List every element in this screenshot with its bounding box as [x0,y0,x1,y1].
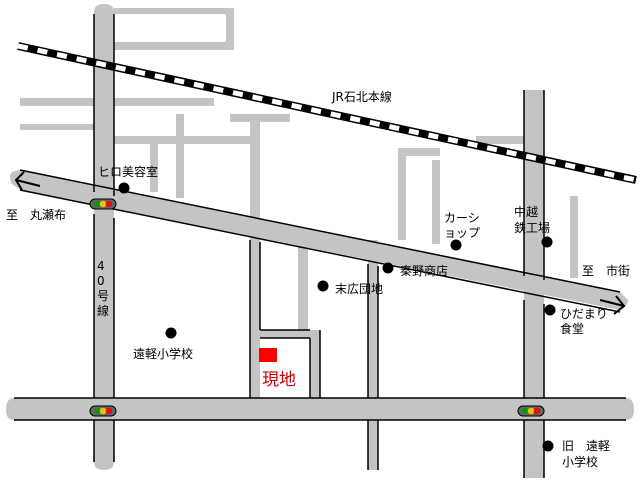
railway-line [17,42,637,184]
traffic-signal-icon [517,405,545,417]
landmark-dot-icon [544,304,556,316]
engaru-school-label: 遠軽小学校 [133,346,193,361]
suehiro-danchi-label: 末広団地 [335,282,383,296]
hidamari-label: 食堂 [560,321,584,336]
traffic-signal-icon [89,198,117,210]
right-vertical-road [524,90,544,478]
route-40-label: 4 0 号 線 [97,259,109,318]
roads [6,4,634,478]
svg-text:号: 号 [97,289,109,303]
nakakoshi-label: 鉄工場 [514,220,550,235]
landmark-dot-icon [541,236,553,248]
site-label: 現地 [262,370,296,390]
landmark-dot-icon [542,440,554,452]
bottom-road [6,398,634,420]
hiro-salon-label: ヒロ美容室 [98,164,158,179]
hidamari-label: ひだまり [560,307,608,321]
car-shop-label: カーシ [444,211,480,225]
direction-west-label: 至 丸瀬布 [6,208,66,222]
old-school-label: 小学校 [562,454,598,469]
railway-label: JR石北本線 [331,89,392,104]
landmark-dot-icon [450,239,462,251]
route-40-road [94,4,114,470]
landmark-dot-icon [118,182,130,194]
east-arrow-icon [599,295,626,315]
nakakoshi-label: 中越 [514,204,538,219]
direction-east-label: 至 市街 [582,263,630,278]
svg-text:4: 4 [97,259,105,273]
road-outlines [14,14,626,478]
svg-text:線: 線 [97,303,109,318]
landmark-dot-icon [165,327,177,339]
central-vertical-road [250,120,260,398]
main-diagonal-road [10,170,628,310]
traffic-signal-icon [89,405,117,417]
car-shop-label: ョップ [444,226,480,240]
landmark-dot-icon [317,280,329,292]
hatano-store-label: 秦野商店 [400,263,448,278]
svg-text:0: 0 [97,274,105,288]
old-school-label: 旧 遠軽 [562,439,610,453]
site-marker [259,348,277,362]
landmark-dot-icon [382,262,394,274]
west-arrow-icon [14,171,41,191]
